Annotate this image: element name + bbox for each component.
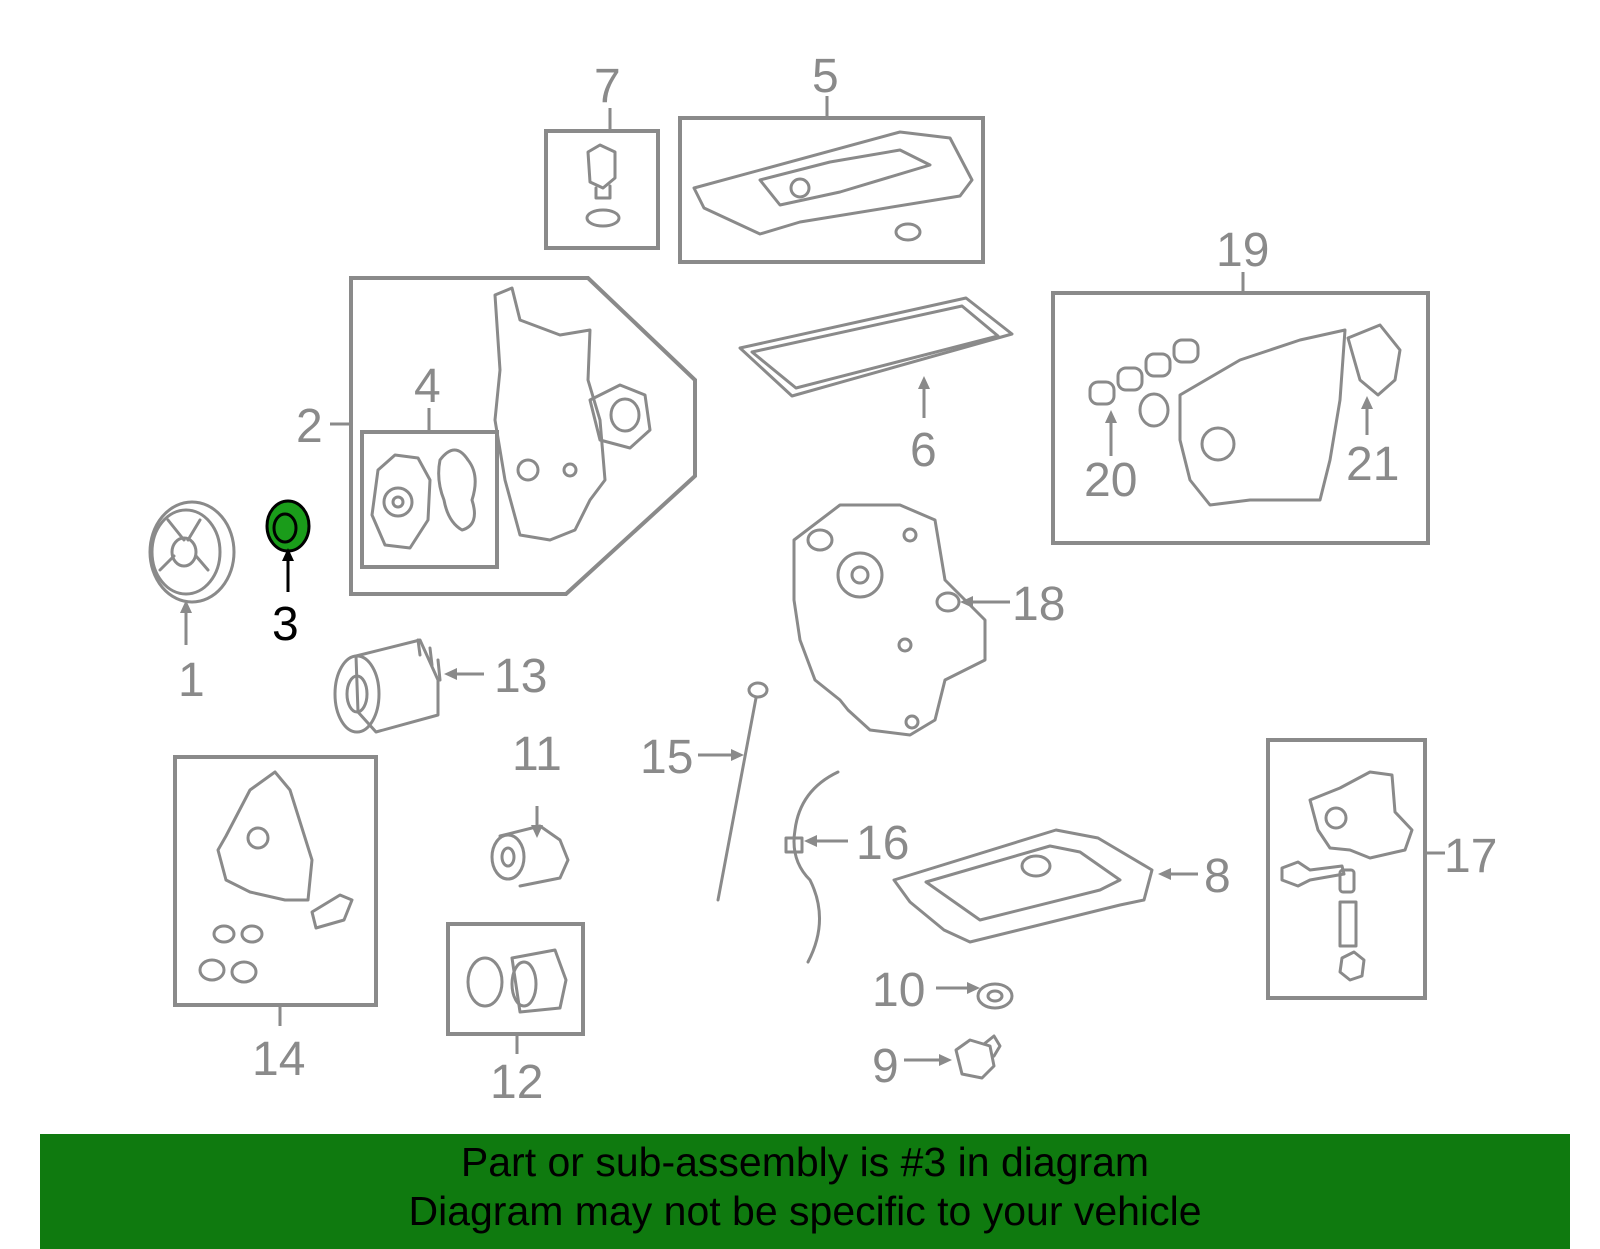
box-part-17 — [1266, 738, 1427, 1000]
callout-13[interactable]: 13 — [494, 650, 547, 703]
callout-2[interactable]: 2 — [296, 400, 323, 453]
part-4-water-pump[interactable] — [370, 448, 477, 550]
part-3-seal[interactable] — [265, 499, 311, 553]
callout-12[interactable]: 12 — [490, 1056, 543, 1109]
part-18-oil-pump[interactable] — [792, 503, 987, 737]
part-5-valve-cover[interactable] — [692, 130, 974, 242]
callout-9[interactable]: 9 — [872, 1040, 899, 1093]
callout-14[interactable]: 14 — [252, 1033, 305, 1086]
info-banner: Part or sub-assembly is #3 in diagram Di… — [40, 1134, 1570, 1249]
part-12-filter-element[interactable] — [466, 948, 568, 1014]
part-16-dipstick-tube[interactable] — [784, 770, 840, 964]
part-11-union[interactable] — [490, 824, 570, 888]
part-13-oil-filter[interactable] — [333, 638, 442, 734]
part-20-intake-gasket[interactable] — [1088, 338, 1200, 406]
callout-18[interactable]: 18 — [1012, 578, 1065, 631]
callout-8[interactable]: 8 — [1204, 850, 1231, 903]
callout-7[interactable]: 7 — [594, 60, 621, 113]
box-part-2 — [349, 276, 697, 596]
callout-5[interactable]: 5 — [812, 50, 839, 103]
callout-17[interactable]: 17 — [1444, 830, 1497, 883]
banner-line-2: Diagram may not be specific to your vehi… — [408, 1188, 1202, 1234]
box-part-7 — [544, 129, 660, 250]
box-part-14 — [173, 755, 378, 1007]
part-19-intake-manifold[interactable] — [1138, 328, 1347, 507]
callout-16[interactable]: 16 — [856, 817, 909, 870]
part-17-oil-control-valve[interactable] — [1280, 770, 1414, 982]
part-9-drain-plug[interactable] — [954, 1034, 1002, 1080]
part-2-timing-cover[interactable] — [493, 286, 652, 542]
callout-21[interactable]: 21 — [1346, 438, 1399, 491]
part-14-oil-cooler[interactable] — [198, 770, 354, 984]
callout-15[interactable]: 15 — [640, 731, 693, 784]
callout-20[interactable]: 20 — [1084, 454, 1137, 507]
box-part-5 — [678, 116, 985, 264]
callout-1[interactable]: 1 — [178, 654, 205, 707]
banner-line-1: Part or sub-assembly is #3 in diagram — [460, 1139, 1150, 1185]
callout-10[interactable]: 10 — [872, 964, 925, 1017]
part-8-oil-pan[interactable] — [892, 828, 1154, 944]
callout-4[interactable]: 4 — [414, 360, 441, 413]
part-6-gasket[interactable] — [738, 296, 1014, 398]
callout-19[interactable]: 19 — [1216, 224, 1269, 277]
box-part-19 — [1051, 291, 1430, 545]
part-15-dipstick[interactable] — [716, 681, 769, 902]
part-7-oil-cap[interactable] — [585, 143, 621, 228]
callout-11[interactable]: 11 — [512, 728, 562, 781]
part-1-pulley[interactable] — [148, 500, 236, 604]
part-10-drain-gasket[interactable] — [976, 982, 1014, 1010]
part-21-bracket[interactable] — [1346, 323, 1402, 397]
callout-6[interactable]: 6 — [910, 424, 937, 477]
callout-3[interactable]: 3 — [272, 598, 299, 651]
